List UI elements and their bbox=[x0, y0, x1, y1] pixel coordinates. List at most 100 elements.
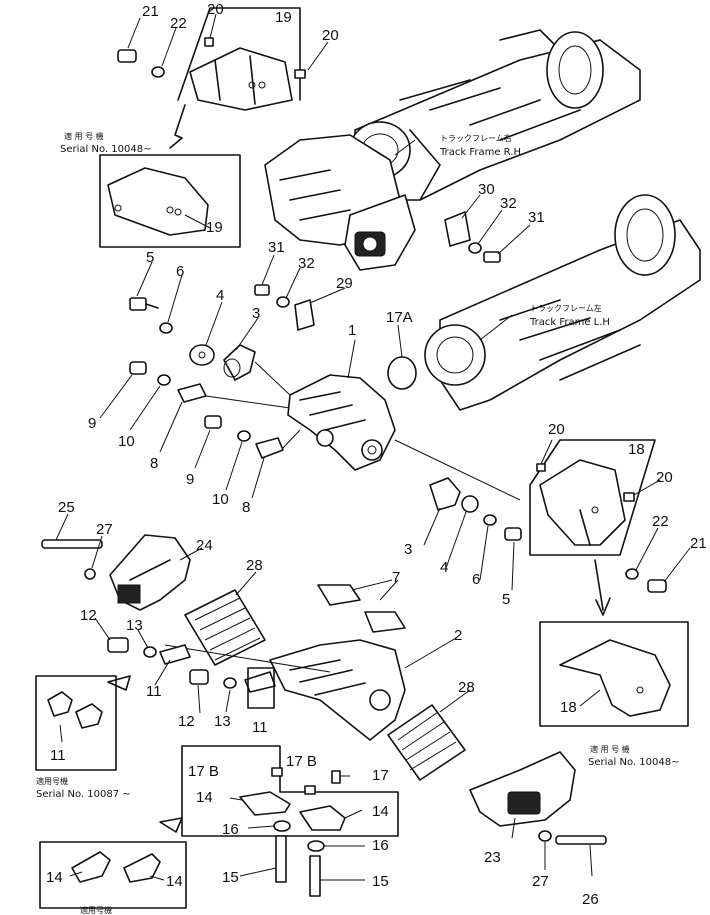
callout-9: 9 bbox=[186, 471, 194, 488]
equalizer-bar-2 bbox=[164, 639, 406, 741]
upper-pivot-assembly bbox=[264, 134, 416, 271]
callout-14: 14 bbox=[372, 803, 389, 820]
callout-24: 24 bbox=[196, 537, 213, 554]
cover-19-top bbox=[169, 7, 301, 149]
callout-2: 2 bbox=[454, 627, 462, 644]
serial-right-jp: 適 用 号 機 bbox=[590, 744, 630, 754]
callout-14: 14 bbox=[166, 873, 183, 890]
callout-30: 30 bbox=[478, 181, 495, 198]
callout-1: 1 bbox=[348, 322, 356, 339]
callout-13: 13 bbox=[214, 713, 231, 730]
serial-right-en: Serial No. 10048~ bbox=[588, 757, 679, 768]
callout-4: 4 bbox=[440, 559, 448, 576]
callout-6: 6 bbox=[176, 263, 184, 280]
track-rh-jp-label: トラックフレーム右 bbox=[440, 133, 512, 143]
right-pivot-parts bbox=[429, 477, 522, 541]
callout-14: 14 bbox=[196, 789, 213, 806]
callout-17: 17 bbox=[372, 767, 389, 784]
callout-18: 18 bbox=[560, 699, 577, 716]
guard-24 bbox=[41, 534, 191, 611]
callout-20: 20 bbox=[656, 469, 673, 486]
serial-bottom-jp: 適用号機 bbox=[80, 905, 112, 915]
callout-25: 25 bbox=[58, 499, 75, 516]
lower-bracket-box bbox=[159, 745, 399, 897]
callout-10: 10 bbox=[118, 433, 135, 450]
callout-15: 15 bbox=[222, 869, 239, 886]
callout-21: 21 bbox=[142, 3, 159, 20]
callout-11: 11 bbox=[252, 719, 268, 736]
callout-8: 8 bbox=[242, 499, 250, 516]
shims-7 bbox=[317, 584, 406, 633]
callout-8: 8 bbox=[150, 455, 158, 472]
callout-4: 4 bbox=[216, 287, 224, 304]
callout-3: 3 bbox=[252, 305, 260, 322]
callout-17b: 17 B bbox=[286, 753, 317, 770]
cover-18-right bbox=[529, 439, 656, 616]
callout-22: 22 bbox=[170, 15, 187, 32]
cover-19-bolts bbox=[117, 37, 306, 79]
serial-top-jp: 適 用 号 機 bbox=[64, 131, 104, 141]
clip-parts-11 bbox=[107, 637, 276, 709]
o-ring-17a bbox=[387, 356, 417, 390]
callout-23: 23 bbox=[484, 849, 501, 866]
serial-top-en: Serial No. 10048~ bbox=[60, 144, 151, 155]
callout-15: 15 bbox=[372, 873, 389, 890]
callout-3: 3 bbox=[404, 541, 412, 558]
callout-22: 22 bbox=[652, 513, 669, 530]
track-lh-en-label: Track Frame L.H bbox=[529, 317, 610, 328]
callout-20: 20 bbox=[548, 421, 565, 438]
mesh-28-right bbox=[387, 704, 466, 781]
callout-17a: 17A bbox=[386, 309, 413, 326]
callout-5: 5 bbox=[146, 249, 154, 266]
callout-28: 28 bbox=[458, 679, 475, 696]
callout-12: 12 bbox=[178, 713, 195, 730]
callout-32: 32 bbox=[298, 255, 315, 272]
callout-27: 27 bbox=[532, 873, 549, 890]
callout-7: 7 bbox=[392, 569, 400, 586]
callout-21: 21 bbox=[690, 535, 707, 552]
track-frame-lh bbox=[424, 194, 701, 411]
mesh-28-left bbox=[184, 589, 266, 666]
track-lh-jp-label: トラックフレーム左 bbox=[530, 303, 602, 313]
callout-17b: 17 B bbox=[188, 763, 219, 780]
callout-20: 20 bbox=[322, 27, 339, 44]
callout-11: 11 bbox=[50, 747, 66, 764]
text-labels: トラックフレーム右 Track Frame R.H トラックフレーム左 Trac… bbox=[36, 131, 679, 915]
callout-9: 9 bbox=[88, 415, 96, 432]
inset-cover-19 bbox=[99, 154, 241, 248]
track-rh-en-label: Track Frame R.H bbox=[439, 147, 521, 158]
equalizer-bar-1 bbox=[287, 374, 521, 501]
mount-hardware-right bbox=[254, 211, 501, 331]
callout-32: 32 bbox=[500, 195, 517, 212]
callout-31: 31 bbox=[268, 239, 285, 256]
callout-19: 19 bbox=[275, 9, 292, 26]
inset-cover-18 bbox=[539, 621, 689, 727]
callout-26: 26 bbox=[582, 891, 599, 908]
serial-left-en: Serial No. 10087 ~ bbox=[36, 789, 131, 800]
callout-28: 28 bbox=[246, 557, 263, 574]
leader-lines bbox=[55, 13, 691, 881]
callout-16: 16 bbox=[222, 821, 239, 838]
serial-left-jp: 適用号機 bbox=[36, 776, 68, 786]
inset-clips-11 bbox=[35, 675, 117, 771]
callout-5: 5 bbox=[502, 591, 510, 608]
callout-27: 27 bbox=[96, 521, 113, 538]
callout-13: 13 bbox=[126, 617, 143, 634]
callout-31: 31 bbox=[528, 209, 545, 226]
guard-23 bbox=[469, 751, 607, 845]
inset-brackets-14 bbox=[39, 841, 187, 909]
callout-14: 14 bbox=[46, 869, 63, 886]
callout-19: 19 bbox=[206, 219, 223, 236]
callout-20: 20 bbox=[207, 1, 224, 18]
callout-29: 29 bbox=[336, 275, 353, 292]
callout-16: 16 bbox=[372, 837, 389, 854]
left-parts-chain bbox=[129, 297, 301, 459]
callout-numbers: 21 22 20 19 20 19 5 6 4 3 31 32 29 30 32… bbox=[46, 1, 707, 908]
callout-18: 18 bbox=[628, 441, 645, 458]
callout-6: 6 bbox=[472, 571, 480, 588]
callout-10: 10 bbox=[212, 491, 229, 508]
callout-11: 11 bbox=[146, 683, 162, 700]
cover-18-bolts bbox=[536, 463, 667, 593]
